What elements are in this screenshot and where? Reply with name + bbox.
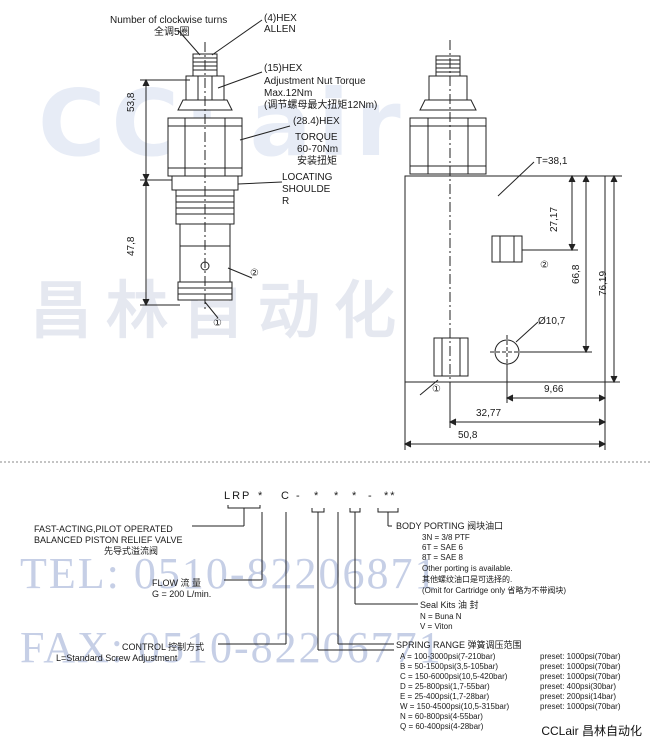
body-porting-6t: 6T = SAE 6: [422, 543, 463, 552]
code-spring: *: [314, 490, 321, 502]
block-port-1-label: ①: [432, 384, 441, 395]
spring-preset: preset: 200psi(14bar): [540, 692, 617, 701]
locating-label-1: LOCATING: [282, 172, 333, 183]
dim-66-8: 66,8: [571, 264, 582, 284]
torque-cn: 安装扭矩: [297, 156, 337, 167]
code-dash-1: -: [296, 490, 302, 502]
cartridge-side-view: [140, 19, 291, 319]
valve-type-2: BALANCED PISTON RELIEF VALVE: [34, 535, 183, 545]
spring-code: E = 25-400psi(1,7-28bar): [400, 692, 490, 701]
spring-preset: preset: 1000psi(70bar): [540, 652, 621, 661]
adjust-torque-label: Adjustment Nut Torque: [264, 76, 366, 87]
seal-kits-n: N = Buna N: [420, 612, 462, 621]
code-flow: *: [258, 490, 265, 502]
dim-47-8: 47,8: [126, 236, 137, 256]
flow-value: G = 200 L/min.: [152, 589, 212, 599]
locating-label-2: SHOULDE: [282, 184, 331, 195]
spring-range-title: SPRING RANGE 弹簧调压范围: [396, 640, 522, 650]
dim-76-19: 76,19: [598, 270, 609, 296]
dim-32-77: 32,77: [476, 408, 502, 419]
brand-logo: CCLair 昌林自动化: [539, 722, 644, 739]
spring-code: Q = 60-400psi(4-28bar): [400, 722, 484, 731]
port-1-label: ①: [213, 318, 222, 329]
code-prefix: LRP: [224, 490, 252, 502]
watermark-tel: TEL: 0510-82206871: [20, 549, 439, 598]
spring-range-list: A = 100-3000psi(7-210bar) preset: 1000ps…: [400, 652, 650, 742]
spring-preset: preset: 1000psi(70bar): [540, 662, 621, 671]
seal-kits-title: Seal Kits 油 封: [420, 600, 479, 610]
flow-label: FLOW 流 量: [152, 578, 201, 588]
body-porting-3n: 3N = 3/8 PTF: [422, 533, 470, 542]
spring-code: N = 60-800psi(4-55bar): [400, 712, 483, 721]
torque-label: TORQUE: [295, 132, 338, 143]
hex15-label: (15)HEX: [264, 63, 303, 74]
turns-label: Number of clockwise turns: [110, 15, 228, 26]
seal-kits-v: V = Viton: [420, 622, 453, 631]
turns-label-cn: 全调5圈: [154, 27, 190, 38]
dim-9-66: 9,66: [544, 384, 564, 395]
control-label: CONTROL 控制方式: [122, 642, 205, 652]
dim-50-8: 50,8: [458, 430, 478, 441]
ordering-leaders: [192, 505, 418, 651]
block-port-2-label: ②: [540, 260, 549, 271]
valve-type-1: FAST-ACTING,PILOT OPERATED: [34, 524, 173, 534]
code-extra: *: [352, 490, 359, 502]
spring-code: A = 100-3000psi(7-210bar): [400, 652, 496, 661]
port-2-label: ②: [250, 268, 259, 279]
code-dash-2: -: [368, 490, 374, 502]
body-porting-8t: 8T = SAE 8: [422, 553, 463, 562]
torque-value: 60-70Nm: [297, 144, 339, 155]
code-control: C: [281, 490, 291, 502]
locating-label-3: R: [282, 196, 290, 207]
valve-type-cn: 先导式溢流阀: [104, 546, 159, 556]
code-seal: *: [334, 490, 341, 502]
dim-thickness: T=38,1: [536, 156, 568, 167]
dim-27-17: 27,17: [549, 206, 560, 232]
spring-preset: preset: 1000psi(70bar): [540, 672, 621, 681]
body-porting-omit: (Omit for Cartridge only 省略为不带阀块): [422, 586, 567, 595]
adjust-cn-label: (调节螺母最大扭矩12Nm): [264, 100, 378, 111]
adjust-max-label: Max.12Nm: [264, 88, 313, 99]
allen-label: ALLEN: [264, 24, 296, 35]
spring-code: D = 25-800psi(1,7-55bar): [400, 682, 490, 691]
spring-code: C = 150-6000psi(10,5-420bar): [400, 672, 508, 681]
watermark-fax: FAX: 0510-82206771: [20, 623, 443, 672]
hex4-label: (4)HEX: [264, 13, 297, 24]
body-porting-other: Other porting is available.: [422, 564, 513, 573]
body-porting-title: BODY PORTING 阀块油口: [396, 521, 504, 531]
control-value: L=Standard Screw Adjustment: [56, 653, 178, 663]
hex28-label: (28.4)HEX: [293, 116, 340, 127]
body-porting-other-cn: 其他螺纹油口是可选择的.: [422, 575, 513, 584]
block-front-view: [403, 40, 622, 450]
dim-53-8: 53,8: [126, 92, 137, 112]
code-porting: **: [384, 490, 397, 502]
spring-preset: preset: 400psi(30bar): [540, 682, 617, 691]
spring-code: W = 150-4500psi(10,5-315bar): [400, 702, 510, 711]
hole-diameter: Ø10,7: [538, 316, 566, 327]
spring-preset: preset: 1000psi(70bar): [540, 702, 621, 711]
spring-code: B = 50-1500psi(3,5-105bar): [400, 662, 499, 671]
